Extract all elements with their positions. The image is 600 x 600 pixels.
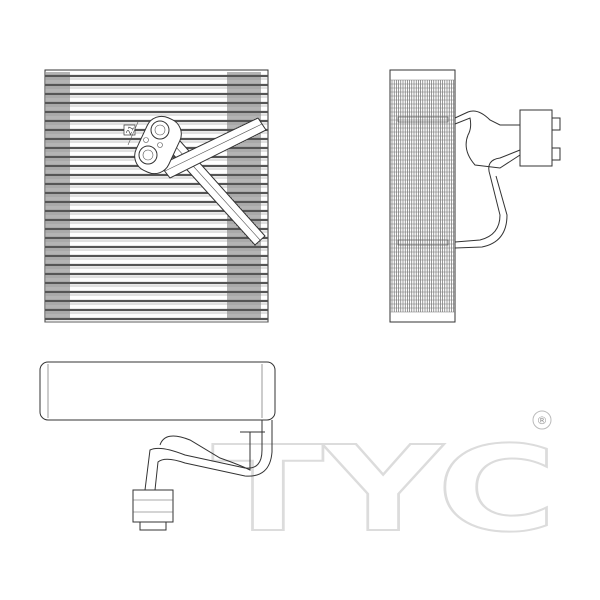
tyc-watermark: TYC ®: [211, 410, 558, 559]
top-pipes: [132, 420, 273, 531]
watermark-text: TYC: [212, 420, 557, 558]
top-fitting-block: [132, 489, 174, 523]
registered-mark: ®: [537, 414, 548, 427]
front-tubes: [45, 74, 268, 323]
side-fitting-block: [519, 109, 553, 167]
registered-mark-circle: [532, 410, 552, 430]
front-view: 21: [44, 69, 269, 323]
side-view: [389, 69, 561, 323]
dimension-label: 21: [125, 125, 136, 136]
side-fins: [390, 79, 455, 313]
top-view: [39, 361, 276, 531]
side-pipes: [397, 109, 561, 249]
front-pipes: [134, 115, 267, 246]
top-core-outline: [39, 361, 276, 421]
dimension-callout: 21: [123, 121, 139, 146]
